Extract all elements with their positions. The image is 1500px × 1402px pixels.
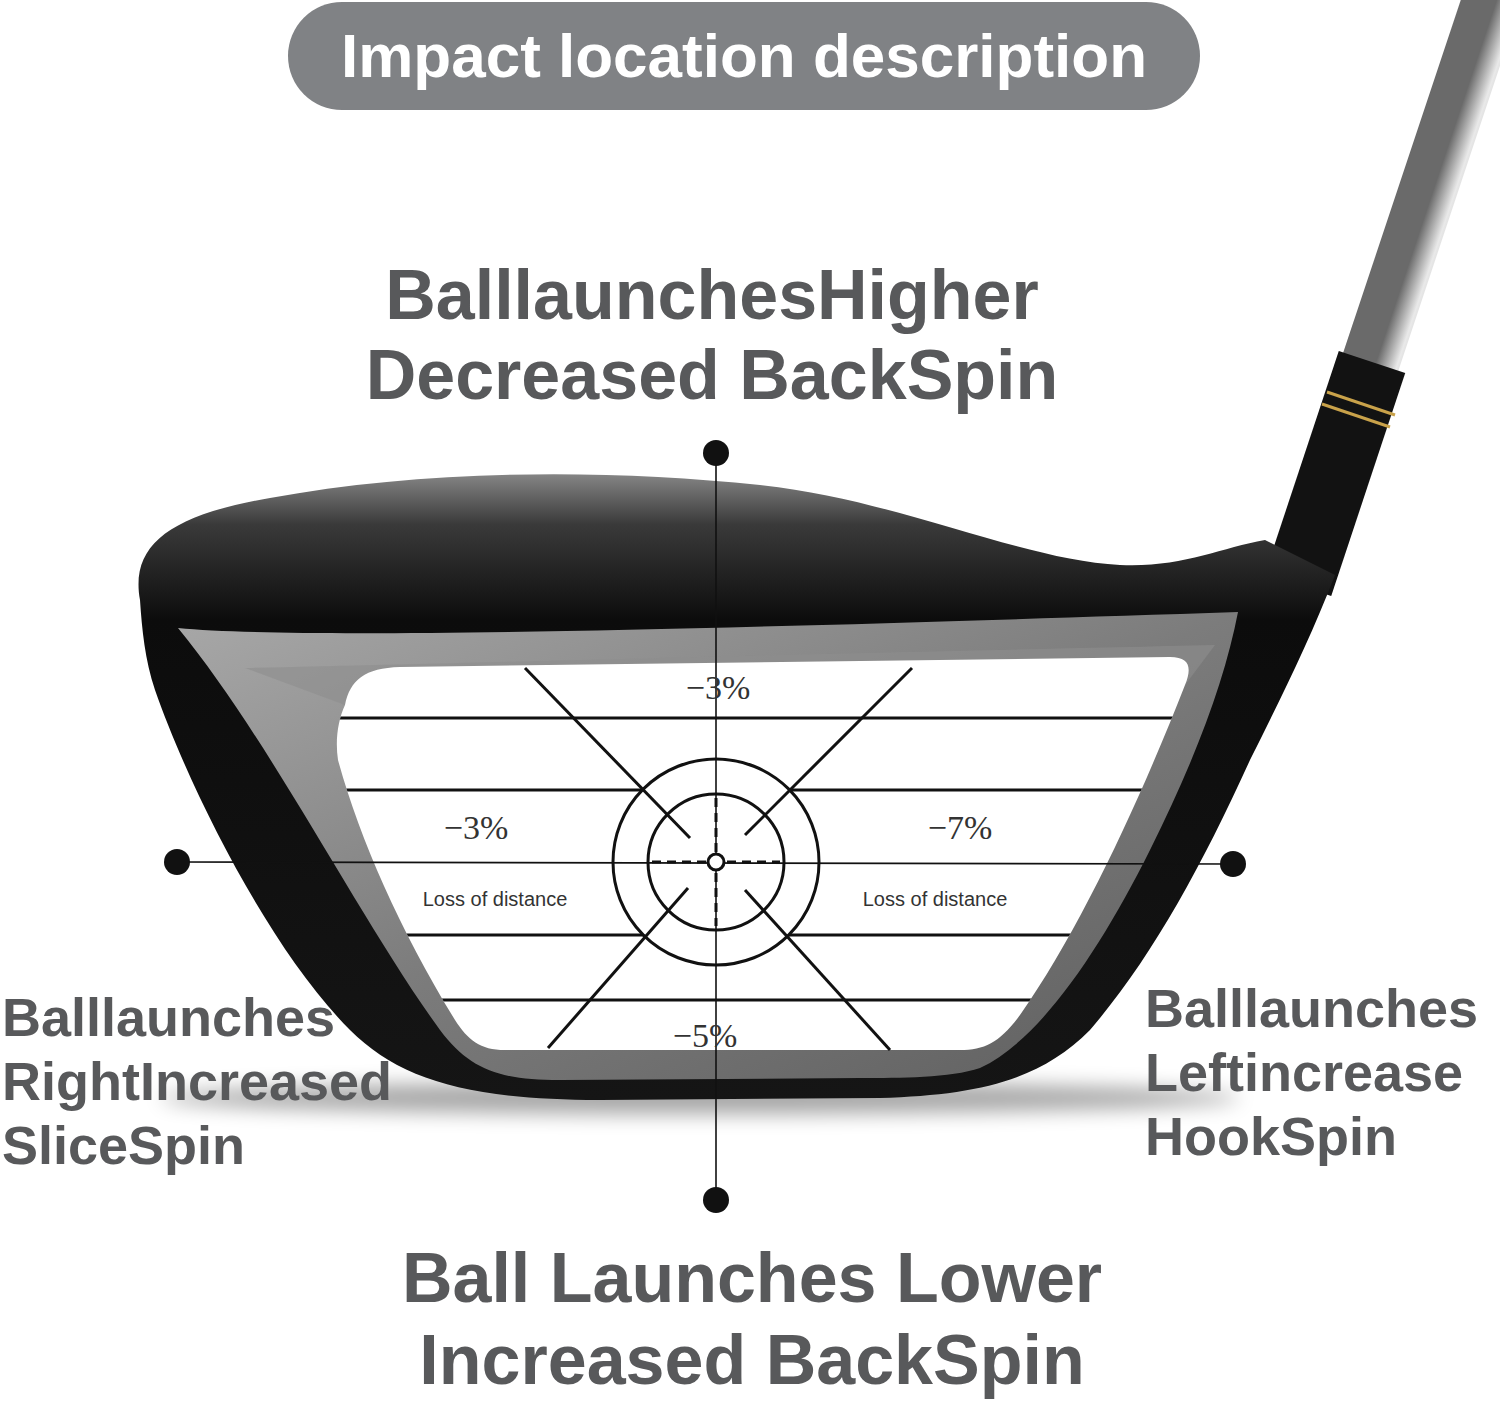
- axis-dot: [703, 1187, 729, 1213]
- sweet-spot: [708, 854, 724, 870]
- score-lines: [300, 718, 1200, 1000]
- diagonal-line: [745, 668, 912, 835]
- score-line: [300, 717, 1200, 720]
- horizontal-axis: [177, 862, 1233, 864]
- title-pill: Impact location description: [288, 2, 1200, 110]
- ferrule-ring: [1322, 404, 1390, 427]
- impact-effect-note: Balllaunches RightIncreased SliceSpin: [2, 985, 422, 1177]
- vertical-axis: [715, 453, 717, 1200]
- impact-effect-note: Ball Launches Lower Increased BackSpin: [372, 1237, 1132, 1401]
- axis-dot: [703, 440, 729, 466]
- score-line: [300, 999, 1200, 1002]
- face-frame: [178, 612, 1238, 1080]
- distance-loss-percent: −3%: [668, 668, 768, 708]
- diagonal-line: [525, 668, 690, 838]
- distance-loss-percent: −3%: [426, 808, 526, 848]
- title-text: Impact location description: [341, 21, 1147, 91]
- diagonal-line: [548, 888, 688, 1048]
- axis-dot: [164, 849, 190, 875]
- target-diagonals: [525, 668, 912, 1050]
- shaft: [1368, 0, 1498, 370]
- impact-effect-note: BalllaunchesHigher Decreased BackSpin: [352, 255, 1072, 415]
- impact-face: [337, 657, 1189, 1050]
- distance-loss-percent: −7%: [910, 808, 1010, 848]
- ferrule-ring: [1327, 392, 1395, 415]
- distance-loss-percent: −5%: [655, 1016, 755, 1056]
- diagonal-line: [745, 890, 890, 1050]
- loss-note: Loss of distance: [405, 887, 585, 911]
- impact-effect-note: Balllaunches Leftincrease HookSpin: [1145, 976, 1500, 1168]
- axis-dot: [1220, 851, 1246, 877]
- loss-note: Loss of distance: [845, 887, 1025, 911]
